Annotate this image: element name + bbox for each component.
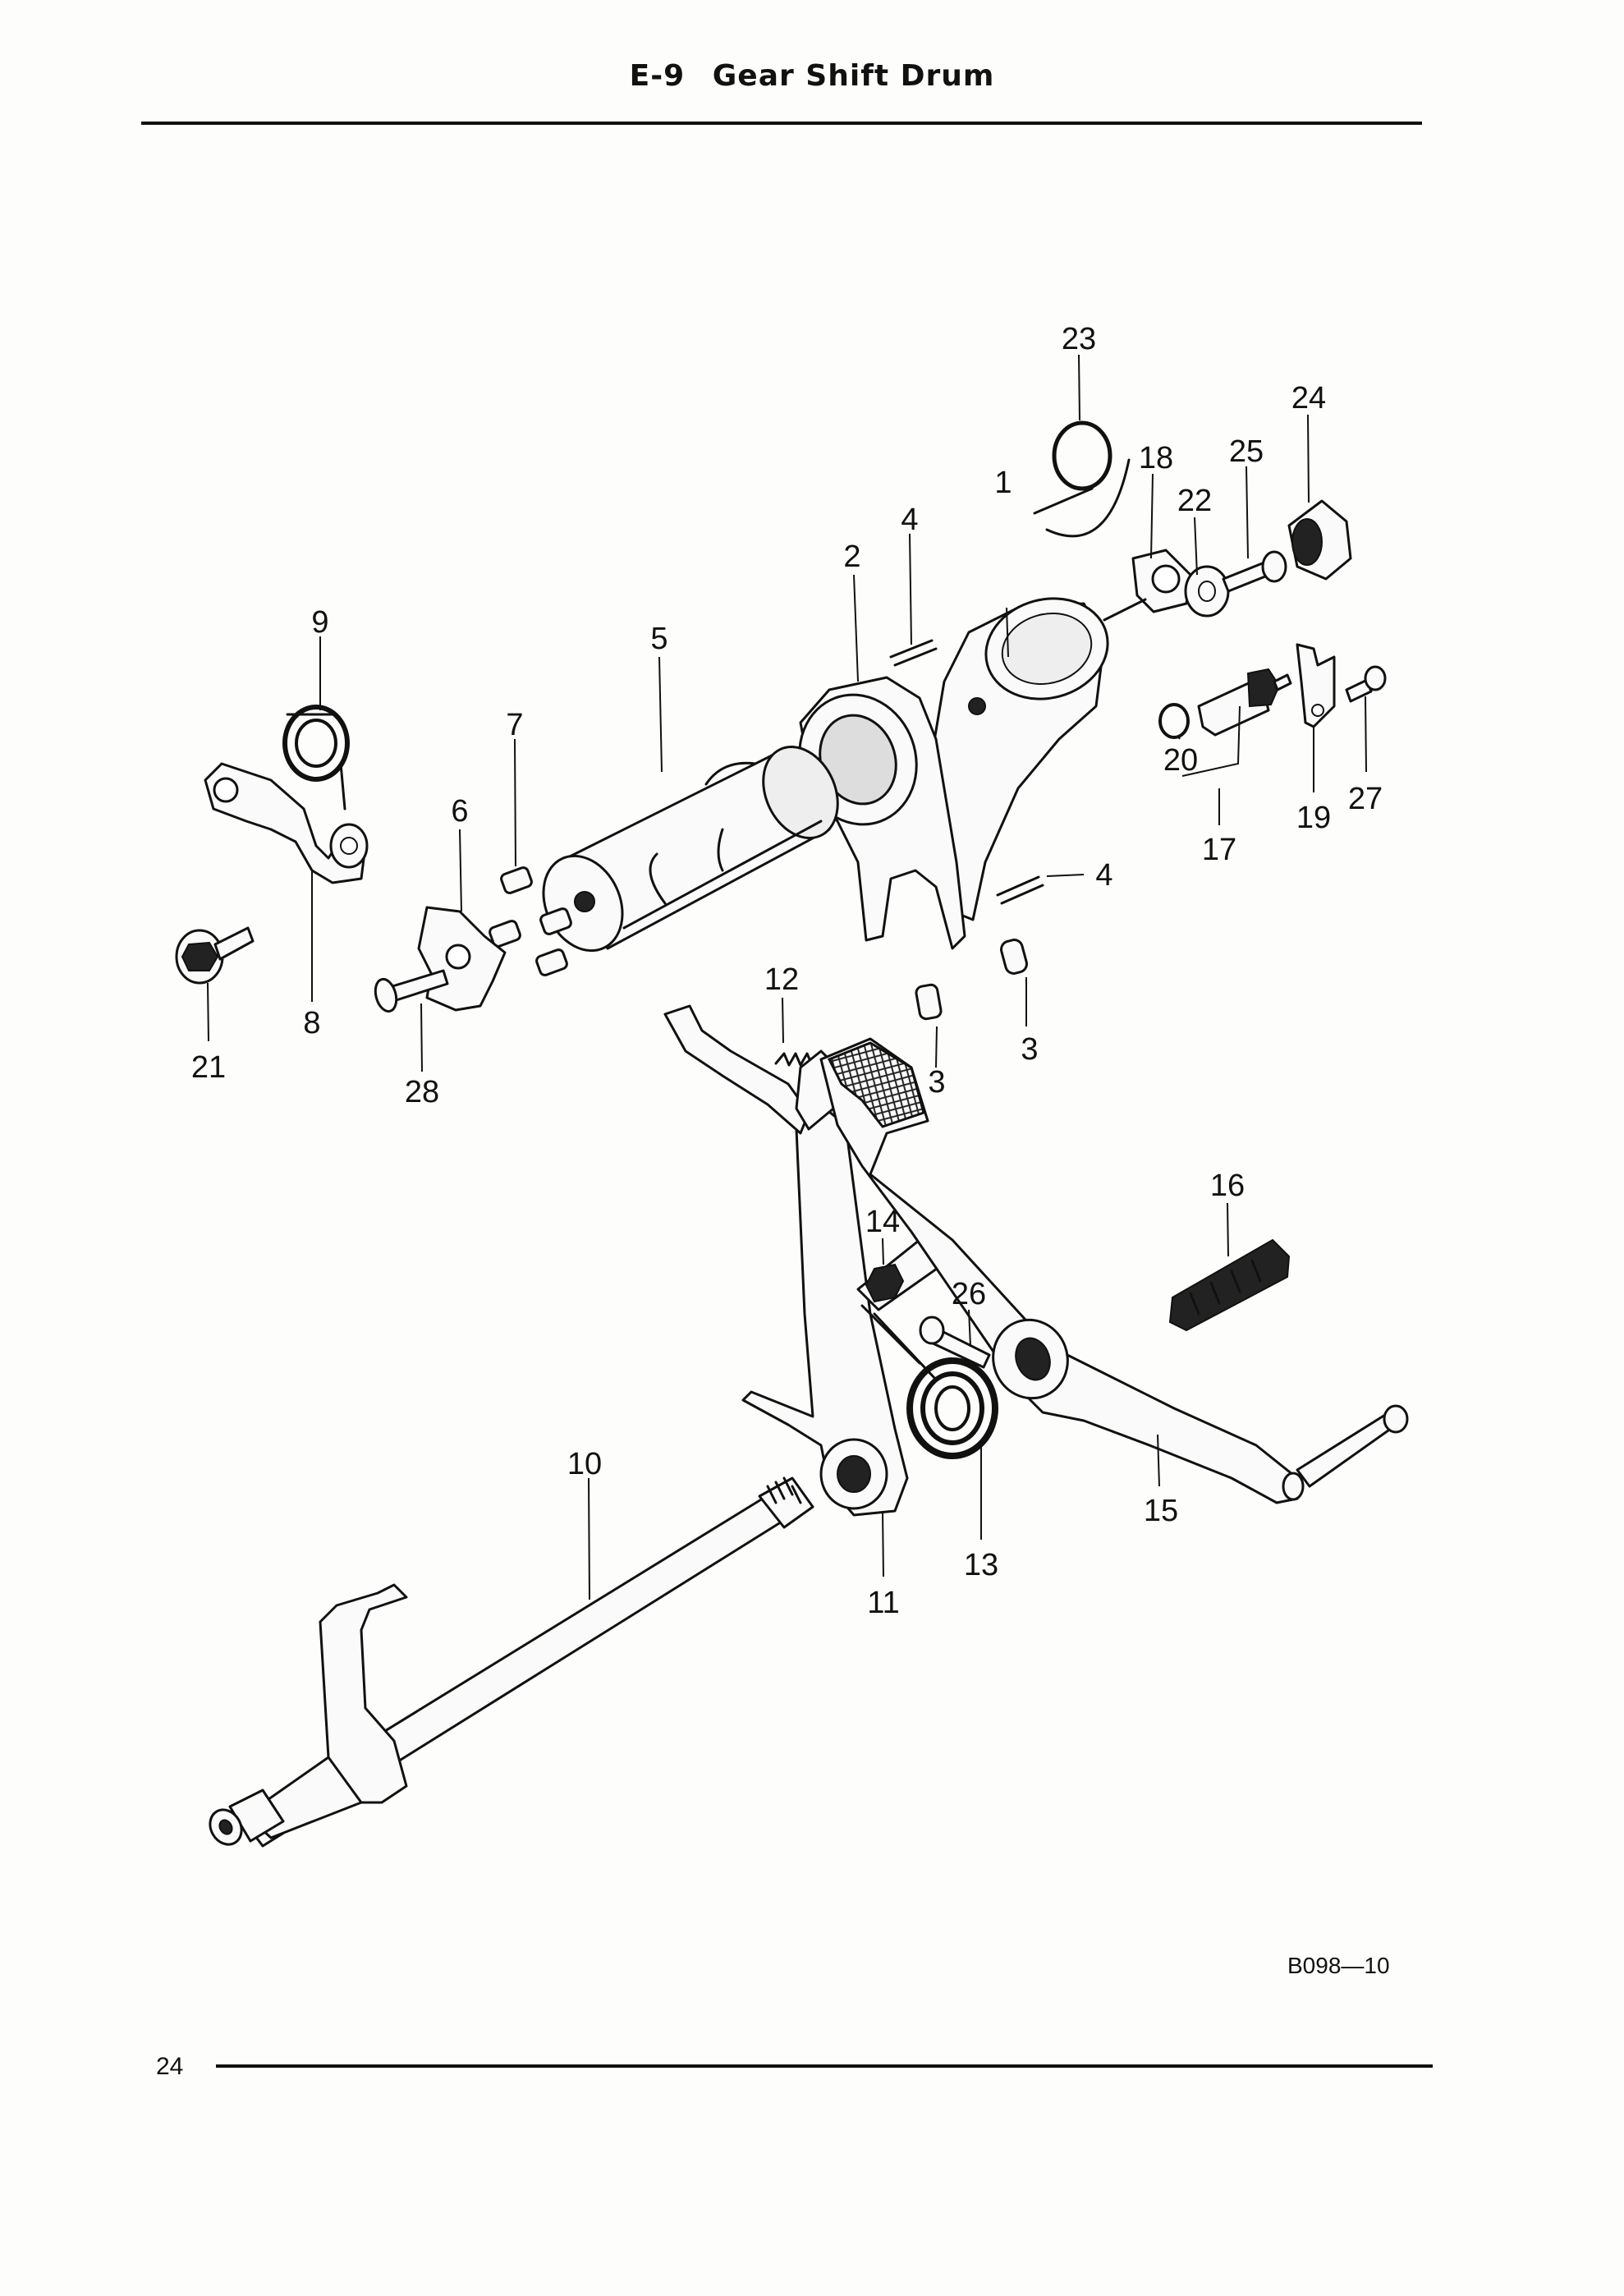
leader-20 bbox=[1178, 737, 1181, 740]
callout-26: 26 bbox=[952, 1277, 986, 1311]
callout-3b: 3 bbox=[1021, 1032, 1038, 1067]
leader-18 bbox=[1150, 473, 1154, 559]
star-plate-6 bbox=[417, 906, 507, 1012]
leader-25 bbox=[1246, 466, 1249, 559]
leader-4a bbox=[909, 533, 912, 645]
leader-23 bbox=[1078, 354, 1080, 421]
callout-10: 10 bbox=[567, 1447, 602, 1481]
leader-6 bbox=[459, 829, 462, 912]
leader-4b bbox=[1046, 874, 1085, 877]
leader-15 bbox=[1157, 1434, 1160, 1487]
page-header: E-9 Gear Shift Drum bbox=[0, 59, 1624, 93]
footer-rule bbox=[216, 2064, 1433, 2068]
callout-9: 9 bbox=[311, 605, 328, 640]
leader-22 bbox=[1194, 517, 1198, 576]
callout-22: 22 bbox=[1177, 484, 1212, 518]
leader-lines bbox=[207, 354, 1367, 1600]
leader-21 bbox=[207, 982, 209, 1042]
callout-labels: 1 2 3 3 4 4 5 6 7 8 9 10 11 12 13 14 15 … bbox=[191, 322, 1383, 1620]
o-ring-20 bbox=[1158, 703, 1190, 739]
callout-16: 16 bbox=[1210, 1169, 1245, 1203]
callout-12: 12 bbox=[764, 962, 799, 997]
callout-11: 11 bbox=[867, 1586, 899, 1620]
callout-4a: 4 bbox=[901, 503, 918, 537]
cap-nut-24 bbox=[1287, 499, 1352, 581]
callout-18: 18 bbox=[1139, 441, 1173, 475]
leader-12 bbox=[782, 997, 784, 1044]
leader-28 bbox=[420, 1003, 423, 1072]
section-code: E-9 bbox=[629, 59, 686, 93]
bolt-21 bbox=[175, 926, 255, 985]
callout-3a: 3 bbox=[928, 1065, 945, 1100]
circlip-23 bbox=[1033, 420, 1131, 538]
leader-5 bbox=[658, 656, 663, 773]
callout-6: 6 bbox=[451, 794, 468, 829]
gearshift-arm-11 bbox=[663, 1004, 909, 1517]
plate-18 bbox=[1103, 549, 1192, 622]
callout-21: 21 bbox=[191, 1050, 226, 1085]
gearshift-pedal-15 bbox=[819, 1037, 1409, 1504]
callout-28: 28 bbox=[405, 1075, 439, 1109]
callout-23: 23 bbox=[1062, 322, 1096, 356]
callout-8: 8 bbox=[303, 1006, 320, 1040]
leader-2 bbox=[853, 574, 859, 682]
leader-1 bbox=[1006, 607, 1009, 658]
torsion-spring-9 bbox=[282, 705, 350, 810]
callout-24: 24 bbox=[1291, 381, 1326, 416]
bracket-19 bbox=[1296, 643, 1336, 728]
page-title: Gear Shift Drum bbox=[712, 59, 995, 93]
gear-shift-drum bbox=[542, 746, 839, 953]
callout-13: 13 bbox=[964, 1548, 998, 1582]
leader-24 bbox=[1307, 414, 1310, 503]
callout-5: 5 bbox=[650, 622, 667, 656]
leader-10 bbox=[588, 1477, 590, 1600]
leader-7 bbox=[514, 738, 516, 867]
pedal-rubber-16 bbox=[1168, 1238, 1291, 1332]
neutral-switch-17 bbox=[1197, 668, 1292, 737]
leader-27 bbox=[1365, 696, 1367, 773]
screw-27 bbox=[1345, 665, 1387, 703]
leader-16 bbox=[1227, 1202, 1229, 1257]
leader-3a bbox=[935, 1026, 938, 1068]
washer-22 bbox=[1184, 565, 1230, 618]
callout-4b: 4 bbox=[1095, 858, 1112, 893]
leader-26 bbox=[968, 1309, 971, 1348]
cotter-pins-4 bbox=[889, 639, 1044, 905]
callout-25: 25 bbox=[1229, 434, 1264, 469]
drawing-code: B098—10 bbox=[1287, 1953, 1390, 1978]
drum-pins-7 bbox=[489, 866, 572, 976]
shift-fork-1 bbox=[926, 597, 1109, 921]
bolt-25 bbox=[1222, 550, 1287, 593]
page-number: 24 bbox=[156, 2053, 184, 2080]
callout-17: 17 bbox=[1202, 833, 1236, 867]
return-spring-13 bbox=[860, 1304, 998, 1459]
header-rule bbox=[141, 122, 1422, 125]
callout-15: 15 bbox=[1144, 1494, 1178, 1528]
callout-1: 1 bbox=[994, 466, 1012, 500]
callout-2: 2 bbox=[843, 540, 860, 574]
guide-pins-3 bbox=[915, 939, 1028, 1021]
pivot-bolt-14 bbox=[856, 1238, 944, 1311]
callout-20: 20 bbox=[1163, 743, 1198, 778]
callout-27: 27 bbox=[1348, 782, 1383, 816]
leader-17 bbox=[1181, 705, 1241, 825]
screw-28 bbox=[374, 969, 449, 1013]
stopper-arm-8 bbox=[204, 762, 369, 884]
callout-19: 19 bbox=[1296, 801, 1331, 835]
callout-7: 7 bbox=[506, 708, 523, 742]
gearshift-spindle-10 bbox=[209, 1476, 814, 1848]
callout-14: 14 bbox=[865, 1205, 900, 1239]
